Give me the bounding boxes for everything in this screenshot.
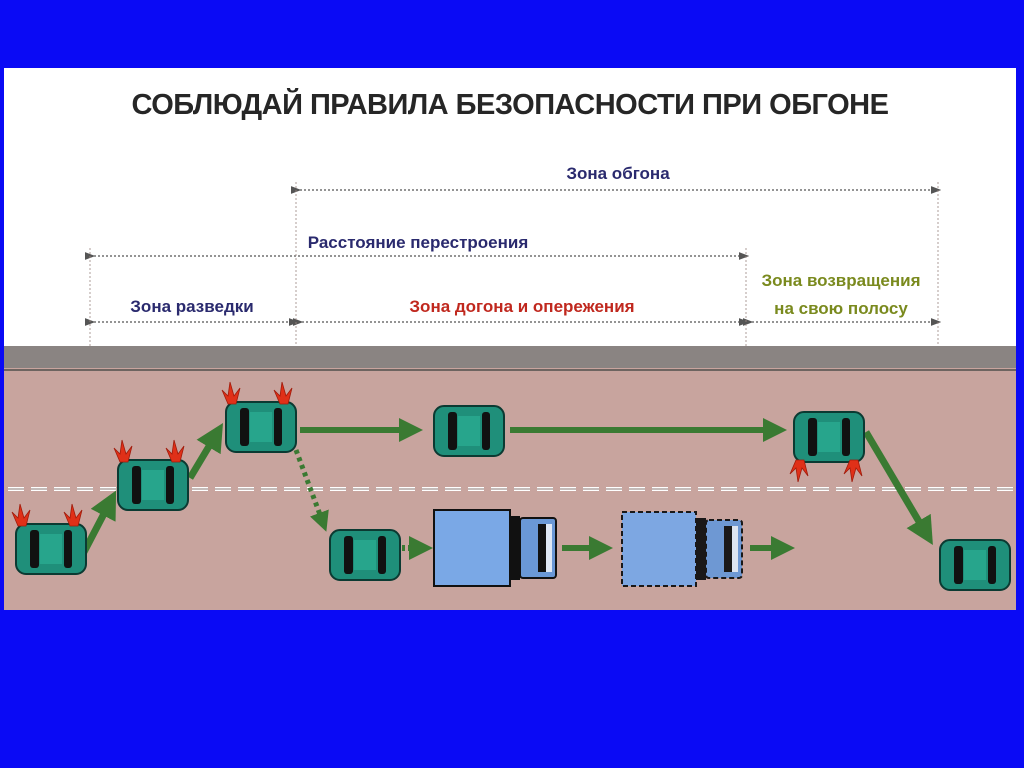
slide: СОБЛЮДАЙ ПРАВИЛА БЕЗОПАСНОСТИ ПРИ ОБГОНЕ… <box>4 68 1016 610</box>
overtaking-diagram: СОБЛЮДАЙ ПРАВИЛА БЕЗОПАСНОСТИ ПРИ ОБГОНЕ… <box>4 68 1016 610</box>
zone-reconnaissance-label: Зона разведки <box>130 297 253 316</box>
car-2 <box>118 460 188 510</box>
car-4 <box>434 406 504 456</box>
car-5 <box>330 530 400 580</box>
truck-future-position <box>622 512 742 586</box>
car-7 <box>940 540 1010 590</box>
zone-catch-up-label: Зона догона и опережения <box>409 297 634 316</box>
truck <box>434 510 556 586</box>
zone-return-label-line1: Зона возвращения <box>761 271 920 290</box>
zone-return-label-line2: на свою полосу <box>774 299 908 318</box>
car-1 <box>16 524 86 574</box>
car-6 <box>794 412 864 462</box>
diagram-title: СОБЛЮДАЙ ПРАВИЛА БЕЗОПАСНОСТИ ПРИ ОБГОНЕ <box>132 87 889 121</box>
zone-lane-change-label: Расстояние перестроения <box>308 233 529 252</box>
zone-overtaking-label: Зона обгона <box>566 164 670 183</box>
car-3 <box>226 402 296 452</box>
